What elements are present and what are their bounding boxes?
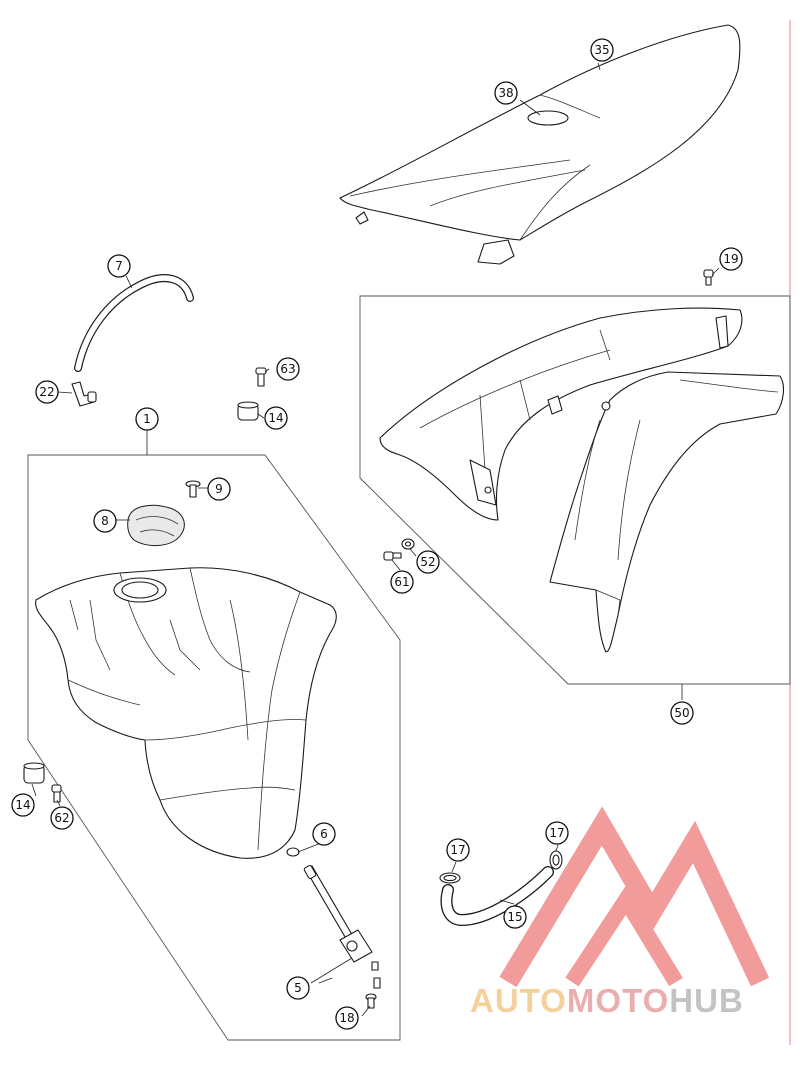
callout-9: 9: [207, 477, 231, 501]
hose-clamp-left: [439, 872, 461, 884]
svg-text:15: 15: [507, 910, 522, 924]
spoiler-left: [379, 307, 743, 521]
fuel-tap: [303, 864, 381, 989]
callout-14-bottom: 14: [11, 793, 35, 817]
callout-7: 7: [107, 254, 131, 278]
svg-text:14: 14: [15, 798, 30, 812]
screw-9: [185, 480, 201, 498]
watermark-triangle-icon: [499, 806, 770, 988]
bushing-14-bottom: [23, 762, 45, 784]
svg-text:1: 1: [143, 412, 151, 426]
svg-text:38: 38: [498, 86, 513, 100]
spoiler-group-frame: [359, 295, 791, 685]
svg-text:19: 19: [723, 252, 738, 266]
svg-text:52: 52: [420, 555, 435, 569]
tank-group-frame: [27, 454, 401, 1041]
svg-text:61: 61: [394, 575, 409, 589]
callout-17-right: 17: [545, 821, 569, 845]
callout-63: 63: [276, 357, 300, 381]
callout-5: 5: [286, 976, 310, 1000]
vent-hose: [440, 866, 554, 927]
fuel-cap: [127, 504, 185, 546]
watermark-logo: AUTOMOTOHUB: [470, 806, 770, 1019]
washer-52: [401, 538, 415, 550]
svg-text:7: 7: [115, 259, 123, 273]
fuel-tank: [35, 567, 337, 859]
svg-text:8: 8: [101, 514, 109, 528]
watermark-inner-mark-icon: [565, 885, 683, 987]
svg-text:22: 22: [39, 385, 54, 399]
svg-text:17: 17: [549, 826, 564, 840]
callout-22: 22: [35, 380, 59, 404]
watermark-text-auto: AUTO: [470, 982, 567, 1019]
bushing-14-top: [237, 401, 259, 421]
svg-text:63: 63: [280, 362, 295, 376]
callout-17-left: 17: [446, 838, 470, 862]
svg-text:62: 62: [54, 811, 69, 825]
callout-52: 52: [416, 550, 440, 574]
callout-1: 1: [135, 407, 159, 431]
svg-text:6: 6: [320, 827, 328, 841]
callout-19: 19: [719, 247, 743, 271]
svg-text:17: 17: [450, 843, 465, 857]
callout-50: 50: [670, 701, 694, 725]
callout-6: 6: [312, 822, 336, 846]
screw-62: [51, 784, 62, 803]
callout-18: 18: [335, 1006, 359, 1030]
svg-text:14: 14: [268, 411, 283, 425]
hose-clamp-right: [549, 850, 563, 870]
o-ring: [286, 847, 300, 857]
callout-8: 8: [93, 509, 117, 533]
watermark-text-moto: MOTO: [567, 982, 669, 1019]
svg-text:9: 9: [215, 482, 223, 496]
leader-lines: [31, 62, 720, 1017]
screw-18: [365, 993, 377, 1009]
svg-text:50: 50: [674, 706, 689, 720]
watermark-text: AUTOMOTOHUB: [470, 982, 744, 1019]
svg-text:5: 5: [294, 981, 302, 995]
fuel-hose: [74, 274, 194, 372]
callout-35: 35: [590, 38, 614, 62]
seat: [339, 24, 741, 265]
callout-38: 38: [494, 81, 518, 105]
screw-61: [383, 551, 402, 561]
callout-14-top: 14: [264, 406, 288, 430]
callout-61: 61: [390, 570, 414, 594]
hose-elbow: [71, 381, 97, 407]
svg-text:18: 18: [339, 1011, 354, 1025]
callout-15: 15: [503, 905, 527, 929]
spoiler-right: [547, 371, 785, 653]
screw-19: [703, 269, 714, 286]
callout-62: 62: [50, 806, 74, 830]
screw-63: [255, 367, 267, 387]
watermark-text-hub: HUB: [669, 982, 744, 1019]
svg-text:35: 35: [594, 43, 609, 57]
